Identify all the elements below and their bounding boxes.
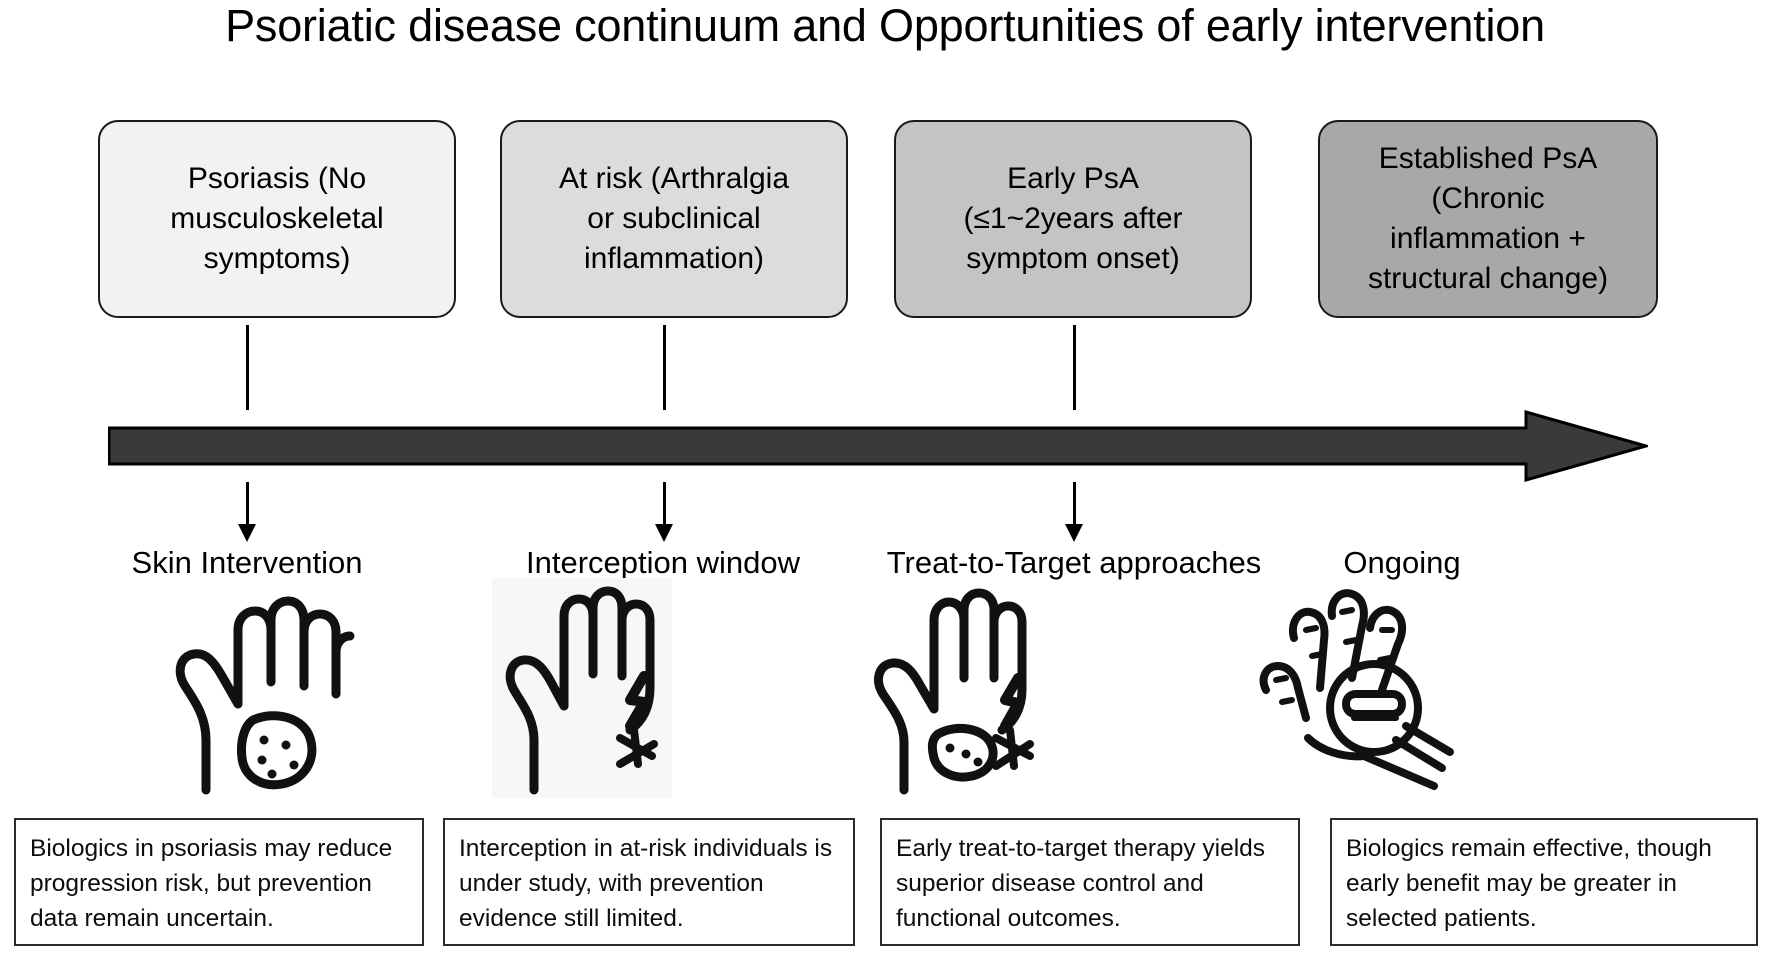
stage-box-established-psa[interactable]: Established PsA (Chronic inflammation + … (1318, 120, 1658, 318)
hand-with-pain-icon (492, 578, 672, 798)
caption-box-established-psa: Biologics remain effective, though early… (1330, 818, 1758, 946)
connector-line-upper-at-risk (663, 325, 666, 410)
arrow-head-psoriasis (238, 524, 256, 542)
hand-with-joint-damage-icon (1246, 568, 1460, 798)
stage-label-at-risk: At risk (Arthralgia or subclinical infla… (558, 162, 790, 275)
connector-line-lower-psoriasis (246, 482, 249, 528)
hand-with-plaque-icon (158, 590, 358, 798)
intervention-label-treat-to-target: Treat-to-Target approaches (886, 545, 1262, 580)
stage-label-psoriasis: Psoriasis (No musculoskeletal symptoms) (170, 162, 384, 275)
connector-line-lower-at-risk (663, 482, 666, 528)
stage-box-psoriasis[interactable]: Psoriasis (No musculoskeletal symptoms) (98, 120, 456, 318)
caption-box-at-risk: Interception in at-risk individuals is u… (443, 818, 855, 946)
intervention-label-skin-intervention: Skin Intervention (131, 545, 363, 580)
intervention-label-ongoing: Ongoing (1343, 545, 1461, 580)
stage-label-early-psa: Early PsA (≤1~2years after symptom onset… (963, 162, 1183, 275)
disease-stage-row: Psoriasis (No musculoskeletal symptoms) … (0, 120, 1770, 325)
stage-box-at-risk[interactable]: At risk (Arthralgia or subclinical infla… (500, 120, 848, 318)
hand-with-plaque-and-pain-icon (862, 582, 1062, 796)
stage-label-established-psa: Established PsA (Chronic inflammation + … (1367, 142, 1609, 295)
disease-progression-arrow (107, 410, 1652, 482)
figure-title: Psoriatic disease continuum and Opportun… (225, 0, 1545, 51)
caption-box-early-psa: Early treat-to-target therapy yields sup… (880, 818, 1300, 946)
connector-line-lower-early-psa (1073, 482, 1076, 528)
arrow-head-at-risk (655, 524, 673, 542)
caption-box-psoriasis: Biologics in psoriasis may reduce progre… (14, 818, 424, 946)
stage-box-early-psa[interactable]: Early PsA (≤1~2years after symptom onset… (894, 120, 1252, 318)
intervention-label-interception-window: Interception window (526, 545, 800, 580)
connector-line-upper-psoriasis (246, 325, 249, 410)
arrow-head-early-psa (1065, 524, 1083, 542)
connector-line-upper-early-psa (1073, 325, 1076, 410)
